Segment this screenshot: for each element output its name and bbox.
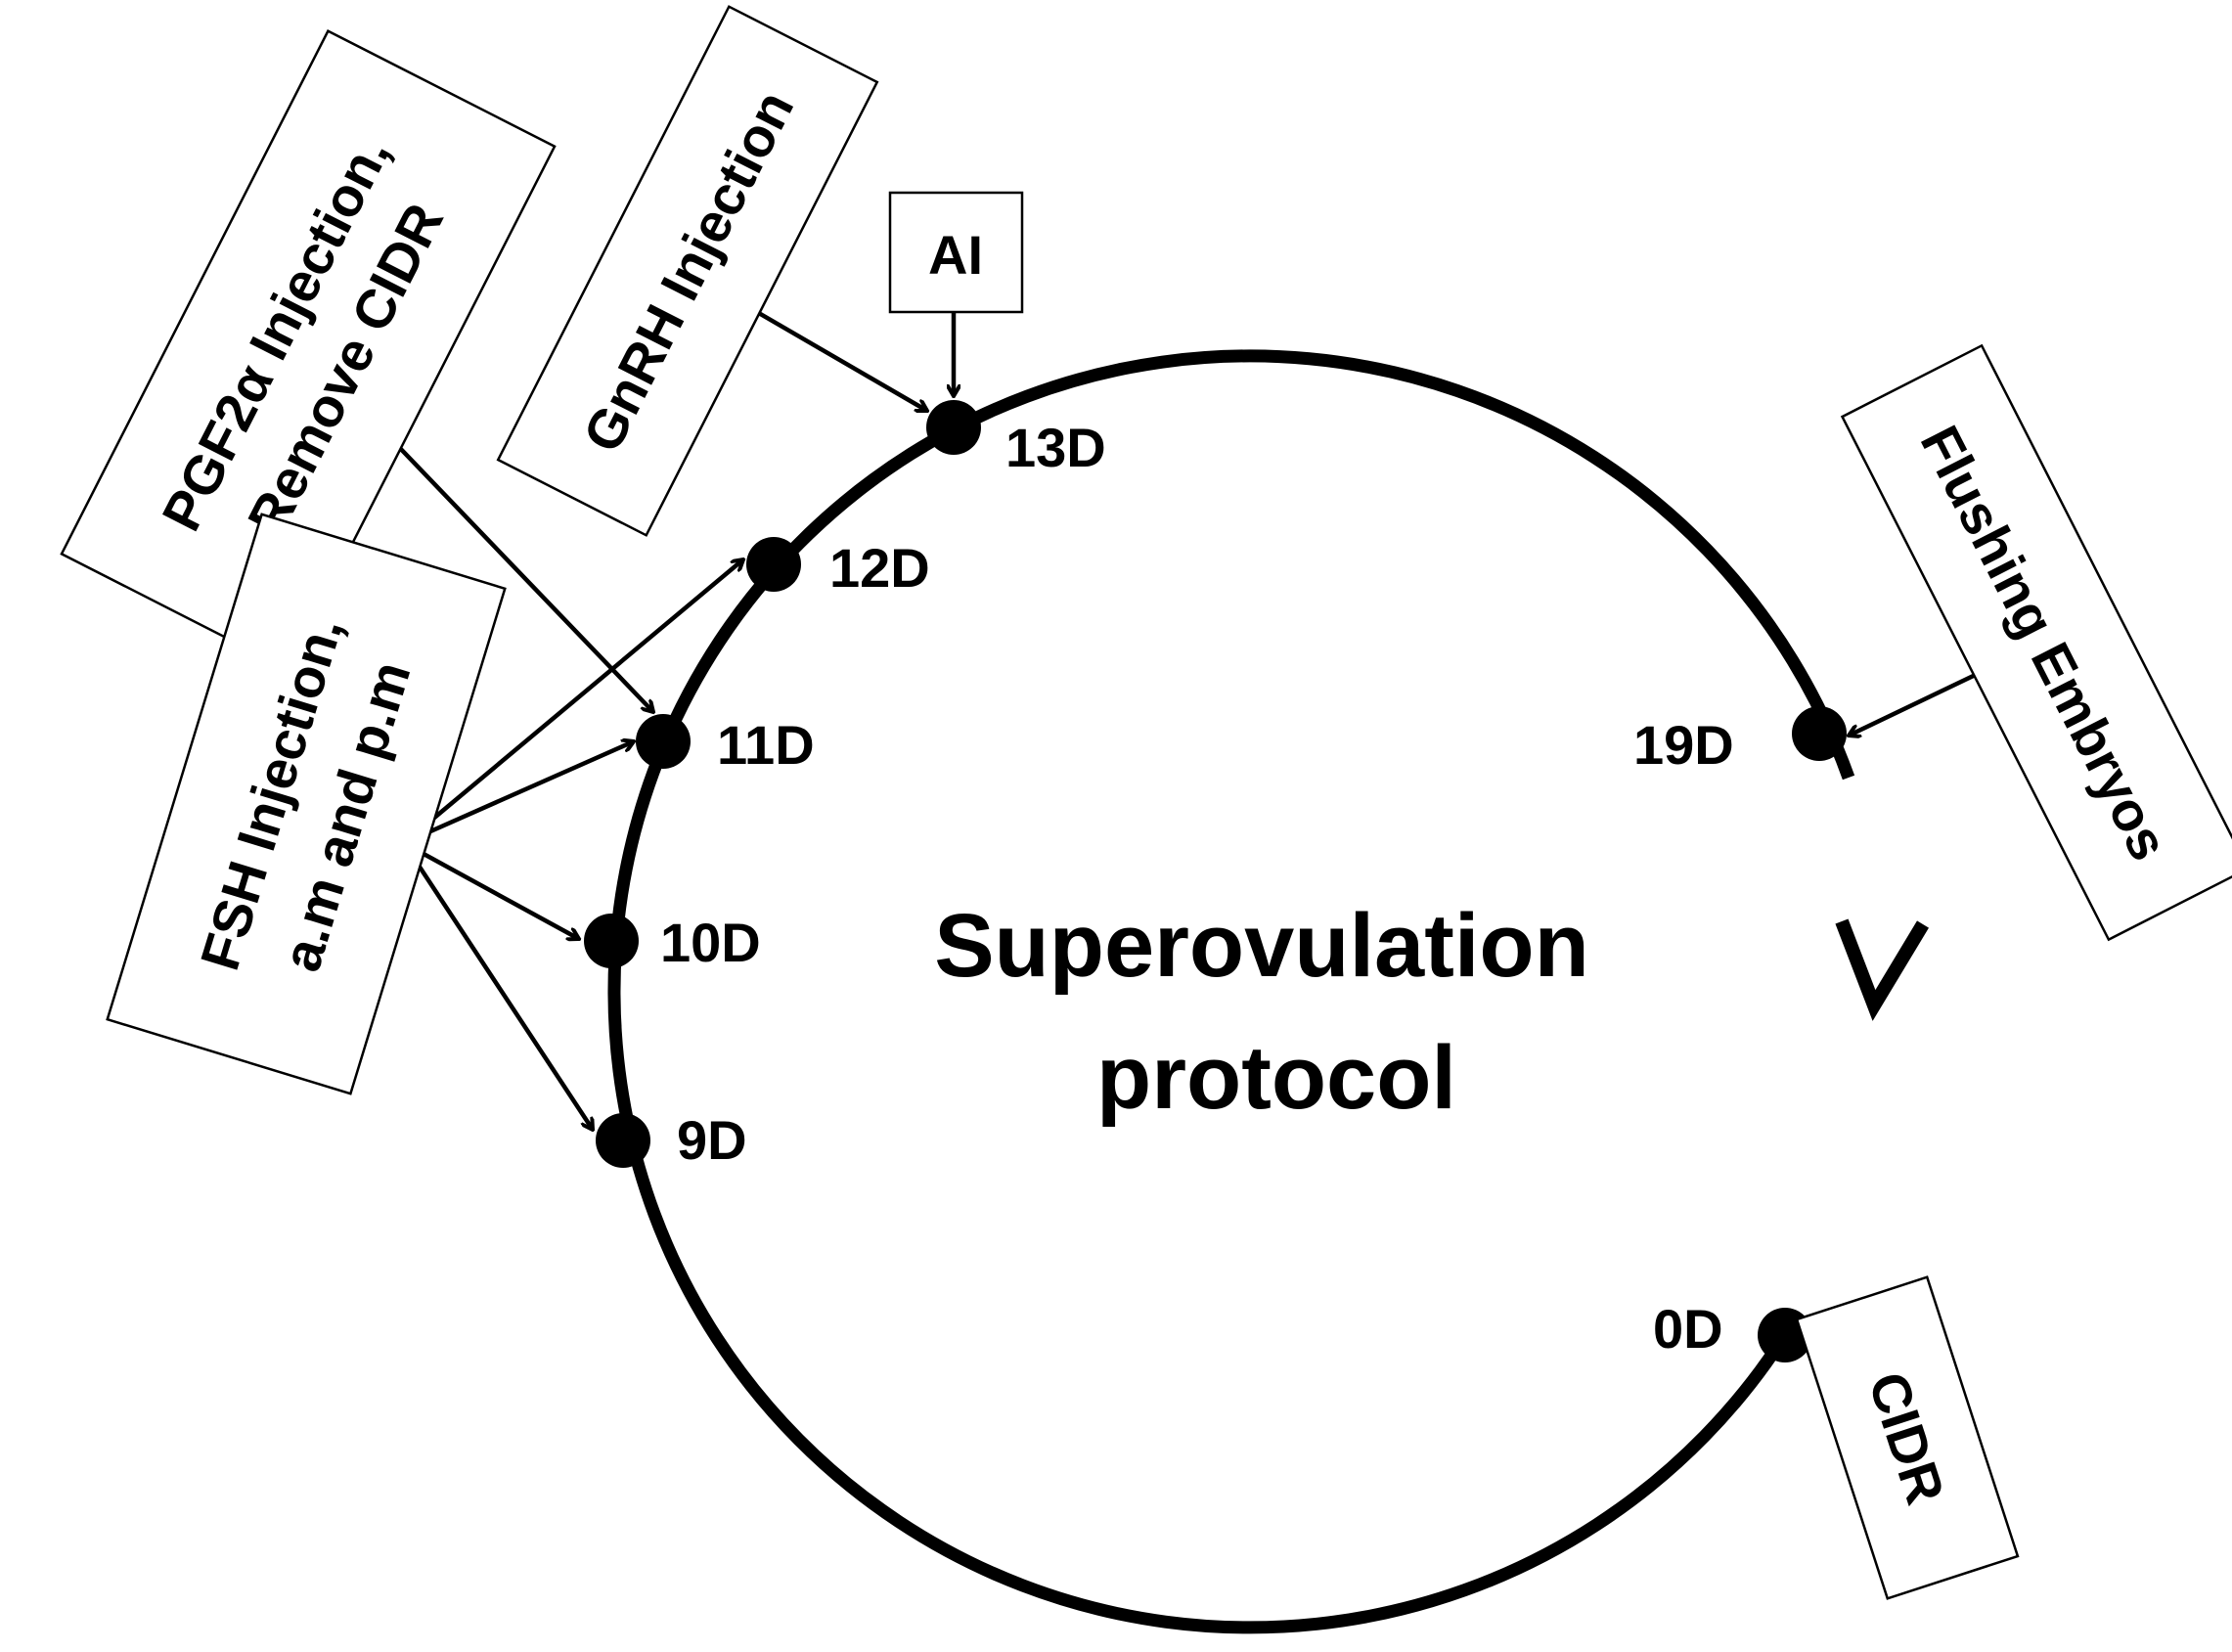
day-label-0: 0D — [1653, 1298, 1723, 1360]
day-label-10: 10D — [660, 912, 761, 973]
arrow-fsh-to-12d — [402, 559, 743, 845]
day-label-19: 19D — [1633, 714, 1734, 776]
arrow-fsh-to-9d — [402, 841, 593, 1130]
day-dot-12 — [746, 537, 801, 592]
day-label-12: 12D — [829, 537, 930, 599]
arrow-flushing-to-19d — [1849, 667, 1986, 736]
day-dot-9 — [596, 1113, 650, 1168]
ai-box-label: AI — [928, 224, 983, 286]
arrow-fsh-to-10d — [402, 841, 579, 939]
ai-box: AI — [888, 191, 1024, 314]
diagram-title-line1: Superovulation — [934, 896, 1589, 996]
day-dot-11 — [636, 714, 691, 769]
arrow-gnrh-to-13d — [737, 299, 927, 411]
day-label-9: 9D — [677, 1109, 747, 1171]
cycle-direction-arrowhead — [1835, 918, 1929, 1021]
gnrh-injection-box: GnRH Injection — [496, 5, 879, 537]
flushing-embryos-box: Flushing Embryos — [1840, 343, 2232, 942]
day-dot-13 — [926, 400, 981, 455]
day-label-11: 11D — [717, 714, 815, 776]
arrow-fsh-to-11d — [403, 741, 634, 846]
day-dot-10 — [584, 914, 639, 968]
fsh-injection-box: FSH Injection, a.m and p.m — [106, 513, 507, 1095]
day-label-13: 13D — [1005, 417, 1106, 478]
diagram-title-line2: protocol — [1096, 1028, 1456, 1128]
cidr-box: CIDR — [1795, 1275, 2020, 1600]
arrow-pgf-to-11d — [370, 417, 653, 712]
day-dot-19 — [1792, 706, 1847, 761]
